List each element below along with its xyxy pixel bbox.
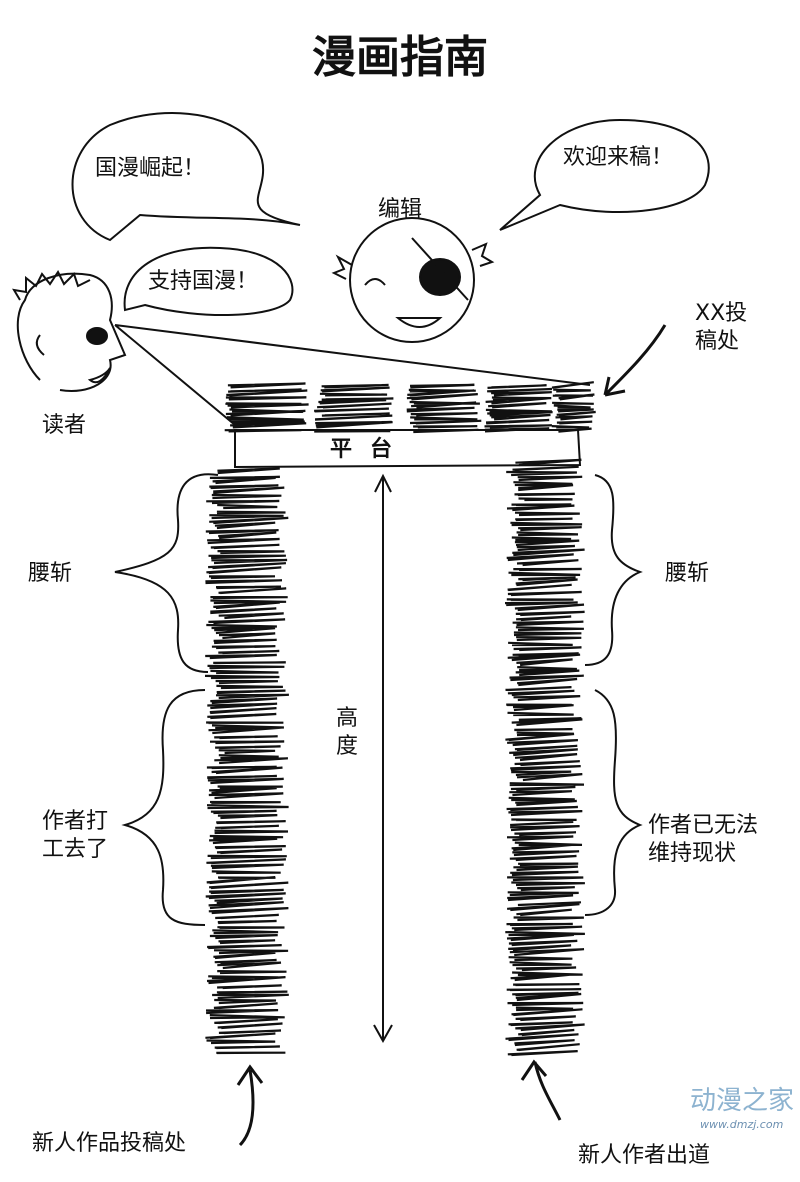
- platform-stack-5: [551, 381, 596, 433]
- sight-lines: [114, 324, 591, 426]
- submission-label: XX投 稿处: [695, 301, 748, 354]
- bubble-text-reader-2: 支持国漫！: [148, 269, 259, 294]
- watermark-url: www.dmzj.com: [700, 1118, 784, 1131]
- speech-bubble-reader-2: [123, 246, 294, 317]
- platform-label: 平台: [330, 437, 411, 462]
- height-label: 高 度: [336, 706, 359, 759]
- new-works-arrow: [236, 1064, 264, 1147]
- right-quit-label: 作者已无法 维持现状: [648, 813, 759, 866]
- brace-left-lower: [121, 689, 206, 926]
- right-column-stack: [504, 458, 585, 1057]
- brace-right-upper: [584, 474, 643, 666]
- page-title: 漫画指南: [312, 32, 488, 83]
- brace-right-lower: [584, 689, 643, 916]
- speech-bubble-editor: [499, 118, 710, 231]
- new-authors-arrow: [520, 1059, 562, 1121]
- watermark-logo: 动漫之家: [690, 1086, 795, 1116]
- bubble-text-reader-1: 国漫崛起！: [95, 156, 206, 181]
- reader-face: [12, 270, 127, 392]
- platform-stack-4: [484, 384, 553, 433]
- left-column-stack: [204, 467, 289, 1055]
- cut-label-left: 腰斩: [28, 561, 73, 586]
- editor-label: 编辑: [378, 197, 423, 222]
- bubble-text-editor: 欢迎来稿！: [563, 145, 674, 170]
- reader-label: 读者: [42, 413, 87, 438]
- platform-stack-1: [224, 382, 309, 433]
- speech-bubble-reader-1: [71, 112, 301, 242]
- platform-stack-2: [314, 383, 394, 433]
- new-authors-label: 新人作者出道: [578, 1143, 711, 1168]
- editor-face: [331, 217, 495, 343]
- cut-label-right: 腰斩: [665, 561, 710, 586]
- platform-stack-3: [406, 383, 482, 434]
- brace-left-upper: [114, 473, 219, 673]
- height-arrow: [373, 473, 393, 1044]
- new-works-label: 新人作品投稿处: [32, 1131, 187, 1156]
- scribble-stacks: [204, 381, 596, 1057]
- left-quit-label: 作者打 工去了: [42, 809, 109, 862]
- submission-arrow: [603, 324, 667, 397]
